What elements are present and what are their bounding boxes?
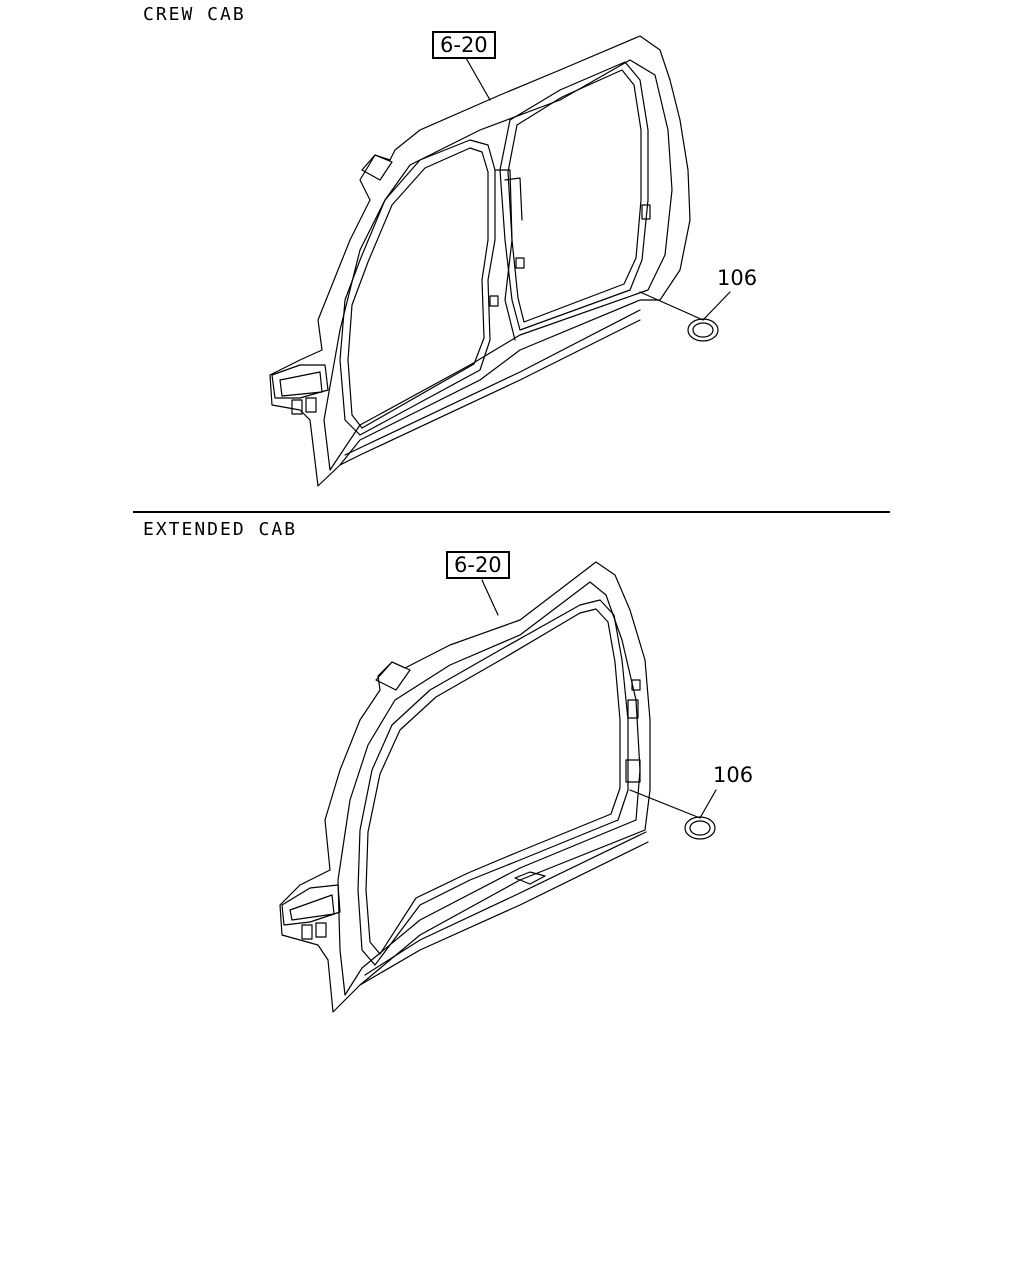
crew-cab-outer-outline	[269, 35, 691, 487]
grommet-106-crew-cab	[687, 318, 719, 342]
extended-cab-hinge-bracket	[281, 884, 341, 926]
extended-cab-door-opening	[357, 599, 629, 966]
callout-number-crew-cab[interactable]: 106	[717, 266, 758, 290]
crew-cab-side-panel-diagram	[269, 35, 731, 487]
crew-cab-hinge-bracket	[271, 364, 329, 399]
crew-cab-rear-door-opening	[499, 61, 649, 331]
callout-number-extended-cab[interactable]: 106	[713, 763, 754, 787]
leader-line-callout	[702, 291, 731, 321]
leader-line-ref	[465, 57, 491, 101]
section-title-crew-cab: CREW CAB	[143, 4, 246, 25]
leader-line-ref	[481, 579, 499, 616]
crew-cab-front-door-opening	[339, 139, 496, 436]
grommet-106-extended-cab	[684, 816, 716, 840]
section-title-extended-cab: EXTENDED CAB	[143, 519, 298, 540]
reference-label-extended-cab[interactable]: 6-20	[446, 551, 510, 579]
section-divider	[133, 511, 890, 513]
leader-line-callout	[699, 789, 717, 819]
reference-label-crew-cab[interactable]: 6-20	[432, 31, 496, 59]
extended-cab-outer-outline	[279, 561, 651, 1013]
